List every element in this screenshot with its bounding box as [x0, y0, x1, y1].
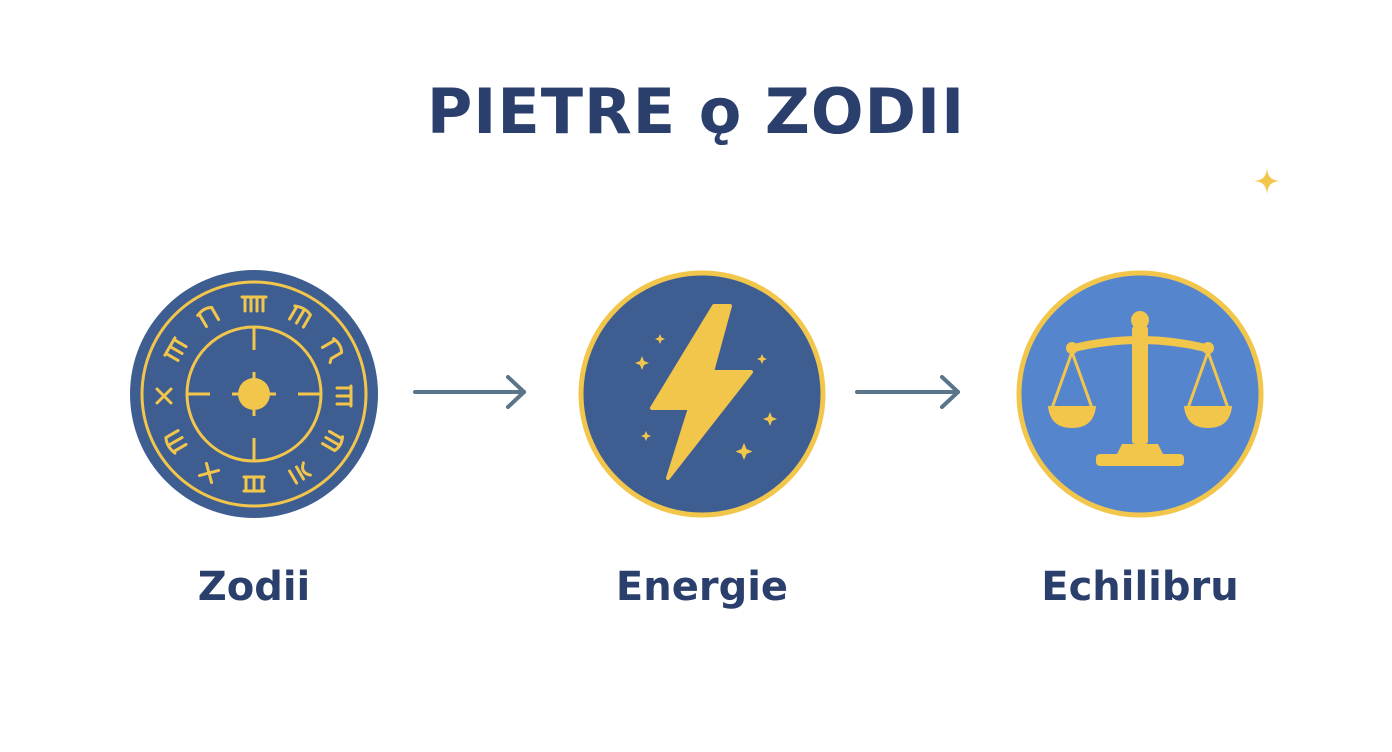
zodiac-wheel-icon — [130, 270, 378, 518]
label-energie: Energie — [615, 564, 789, 610]
node-energie — [576, 268, 828, 520]
node-zodii — [128, 268, 380, 520]
balance-scale-icon — [1016, 270, 1264, 518]
arrow-right-icon — [413, 375, 526, 409]
sparkle-icon — [1254, 168, 1280, 194]
zodiac-glyph-ring — [155, 295, 353, 493]
page-title: PIETRE ǫ ZODII — [426, 75, 966, 148]
label-zodii: Zodii — [197, 564, 311, 610]
label-echilibru: Echilibru — [1041, 564, 1239, 610]
lightning-bolt-icon — [578, 270, 826, 518]
node-echilibru — [1014, 268, 1266, 520]
star-dots — [635, 334, 777, 460]
arrow-right-icon — [855, 375, 960, 409]
